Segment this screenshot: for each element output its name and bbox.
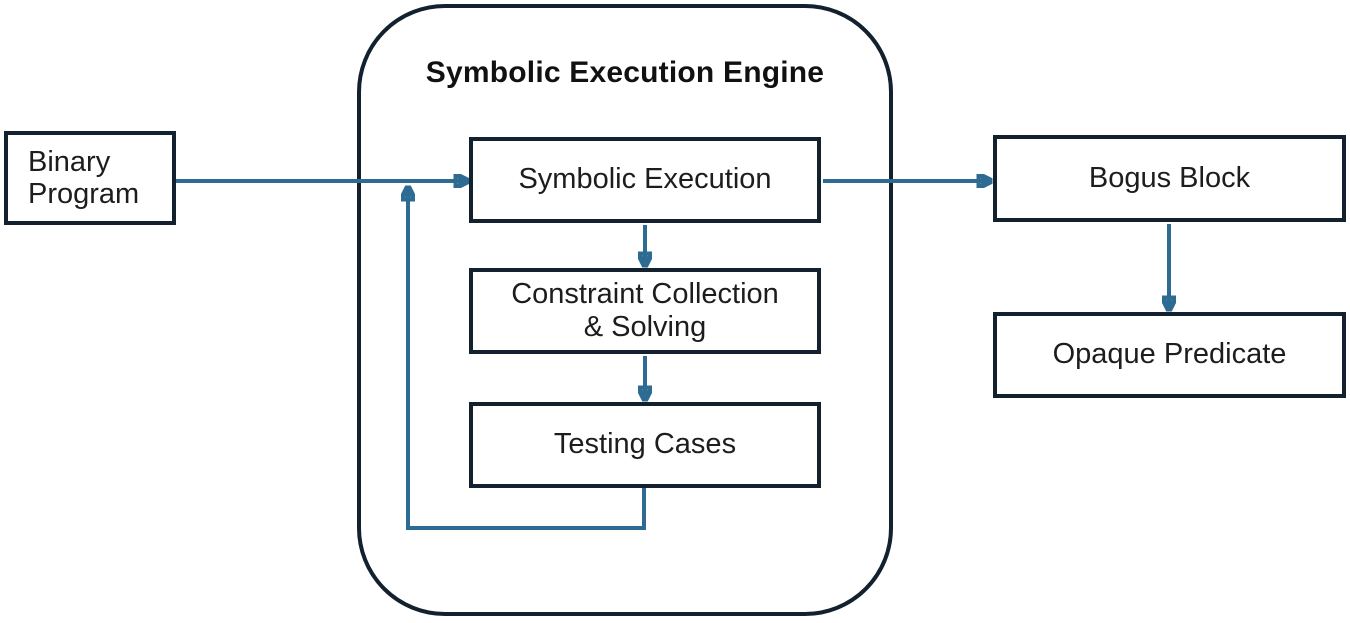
node-label: Binary: [28, 145, 111, 178]
node-label: Testing Cases: [553, 428, 737, 461]
node-testing-cases: Testing Cases: [469, 402, 821, 488]
node-label: Constraint Collection: [511, 277, 779, 310]
node-opaque-predicate: Opaque Predicate: [993, 312, 1346, 398]
symbolic-execution-engine-container: Symbolic Execution Engine: [357, 4, 893, 616]
node-label: Symbolic Execution: [518, 163, 772, 196]
node-symbolic-execution: Symbolic Execution: [469, 137, 821, 223]
node-label: Opaque Predicate: [1052, 338, 1287, 371]
node-label: & Solving: [583, 311, 707, 343]
node-binary-program: Binary Program: [4, 131, 176, 225]
node-label: Bogus Block: [1088, 161, 1251, 194]
node-constraint-collection-solving: Constraint Collection & Solving: [469, 268, 821, 354]
node-bogus-block: Bogus Block: [993, 135, 1346, 222]
engine-title: Symbolic Execution Engine: [425, 56, 825, 89]
node-label: Program: [28, 178, 140, 210]
